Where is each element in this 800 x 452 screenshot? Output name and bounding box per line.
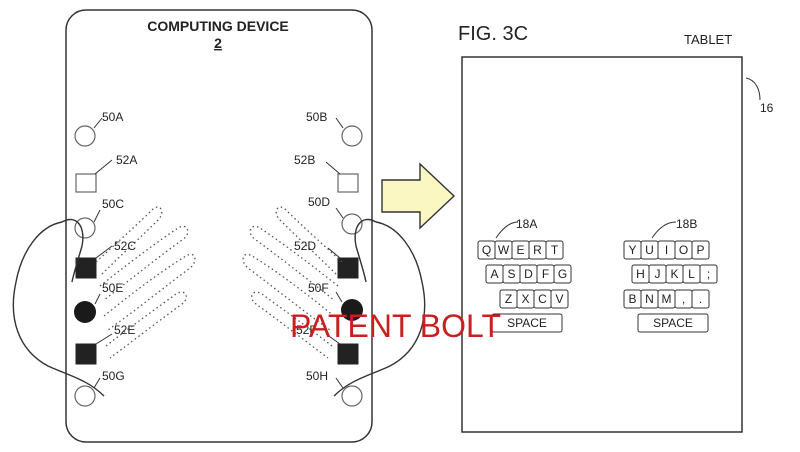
label-52E: 52E	[114, 323, 135, 337]
sensor-52F	[337, 343, 359, 365]
sensor-52C	[75, 257, 97, 279]
kbl-key-row2-4-cap	[553, 264, 572, 284]
kbr-key-row3-1: N	[645, 292, 654, 306]
sensor-50E	[74, 301, 96, 323]
label-52A: 52A	[116, 153, 137, 167]
label-52D: 52D	[294, 239, 316, 253]
kbr-key-row3-3: ,	[682, 292, 685, 306]
kbl-key-row1-2: E	[516, 243, 524, 257]
right-thumb-outline	[354, 218, 377, 283]
left-fingers-dotted	[95, 206, 196, 359]
label-52B: 52B	[294, 153, 315, 167]
keyboard-right-ref: 18B	[676, 217, 697, 231]
kbl-key-row3-3: V	[555, 292, 563, 306]
computing-device-outline	[65, 9, 373, 443]
kbl-key-row1-0: Q	[482, 243, 491, 257]
label-50H: 50H	[306, 369, 328, 383]
kbl-key-row1-3: R	[533, 243, 542, 257]
kbl-key-row2-2: D	[524, 267, 533, 281]
kbr-key-row3-2: M	[662, 292, 672, 306]
sensor-52D	[337, 257, 359, 279]
kbl-key-row2-0: A	[490, 267, 498, 281]
kbl-key-row2-1: S	[507, 267, 515, 281]
kbl-key-row2-4: G	[558, 267, 567, 281]
left-thumb-outline	[61, 218, 84, 283]
label-50E: 50E	[102, 281, 123, 295]
watermark: PATENT BOLT	[290, 308, 501, 344]
kbr-key-row1-3: O	[679, 243, 688, 257]
label-50F: 50F	[308, 281, 329, 295]
figure-label: FIG. 3C	[458, 23, 528, 45]
kbl-key-row1-4-cap	[545, 240, 564, 260]
label-52F: 52F	[296, 323, 317, 337]
kbr-key-row2-3: L	[688, 267, 695, 281]
sensor-50H	[341, 385, 363, 407]
label-50G: 50G	[102, 369, 125, 383]
device-title: COMPUTING DEVICE	[147, 18, 289, 34]
kbl-key-row3-0: Z	[505, 292, 512, 306]
sensor-50G	[74, 385, 96, 407]
kbr-key-row2-2: K	[670, 267, 678, 281]
tablet-label: TABLET	[684, 32, 732, 47]
right-hand-outline	[333, 221, 426, 397]
kbr-key-row2-4: ;	[707, 267, 710, 281]
sensor-50D	[341, 213, 363, 235]
kbr-key-row1-0: Y	[628, 243, 636, 257]
sensor-50A	[74, 125, 96, 147]
sensor-52A	[75, 173, 97, 193]
kbr-key-row2-1: J	[655, 267, 661, 281]
kbr-key-row1-4-cap	[691, 240, 710, 260]
kbr-key-space-cap	[637, 313, 709, 333]
device-number: 2	[214, 35, 222, 51]
kbl-key-row1-4: T	[551, 243, 559, 257]
transition-arrow	[381, 162, 456, 230]
sensor-50B	[341, 125, 363, 147]
kbr-key-row3-0: B	[628, 292, 636, 306]
left-hand-outline	[12, 221, 105, 397]
kbl-key-space: SPACE	[507, 316, 547, 330]
label-50A: 50A	[102, 110, 123, 124]
tablet-ref: 16	[760, 101, 774, 115]
sensor-50F	[341, 299, 363, 321]
label-52C: 52C	[114, 239, 136, 253]
kbr-key-row1-4: P	[696, 243, 704, 257]
kbl-key-space-cap	[491, 313, 563, 333]
kbl-key-row3-1: X	[521, 292, 529, 306]
sensor-52B	[337, 173, 359, 193]
kbr-key-row3-4-cap	[691, 289, 710, 309]
tablet-outline	[461, 56, 743, 433]
kbr-key-row3-4: .	[699, 292, 702, 306]
kbl-key-row1-1: W	[498, 243, 510, 257]
kbl-key-row2-3: F	[542, 267, 549, 281]
kbl-key-row3-2: C	[538, 292, 547, 306]
kbr-key-space: SPACE	[653, 316, 693, 330]
kbr-key-row1-1: U	[645, 243, 654, 257]
kbr-key-row1-2: I	[665, 243, 668, 257]
sensor-50C	[74, 217, 96, 239]
right-fingers-dotted	[242, 206, 343, 359]
kbr-key-row2-4-cap	[699, 264, 718, 284]
label-50C: 50C	[102, 197, 124, 211]
keyboard-left-ref: 18A	[516, 217, 537, 231]
sensor-52E	[75, 343, 97, 365]
label-50B: 50B	[306, 110, 327, 124]
kbl-key-row3-3-cap	[550, 289, 569, 309]
label-50D: 50D	[308, 195, 330, 209]
kbr-key-row2-0: H	[636, 267, 645, 281]
